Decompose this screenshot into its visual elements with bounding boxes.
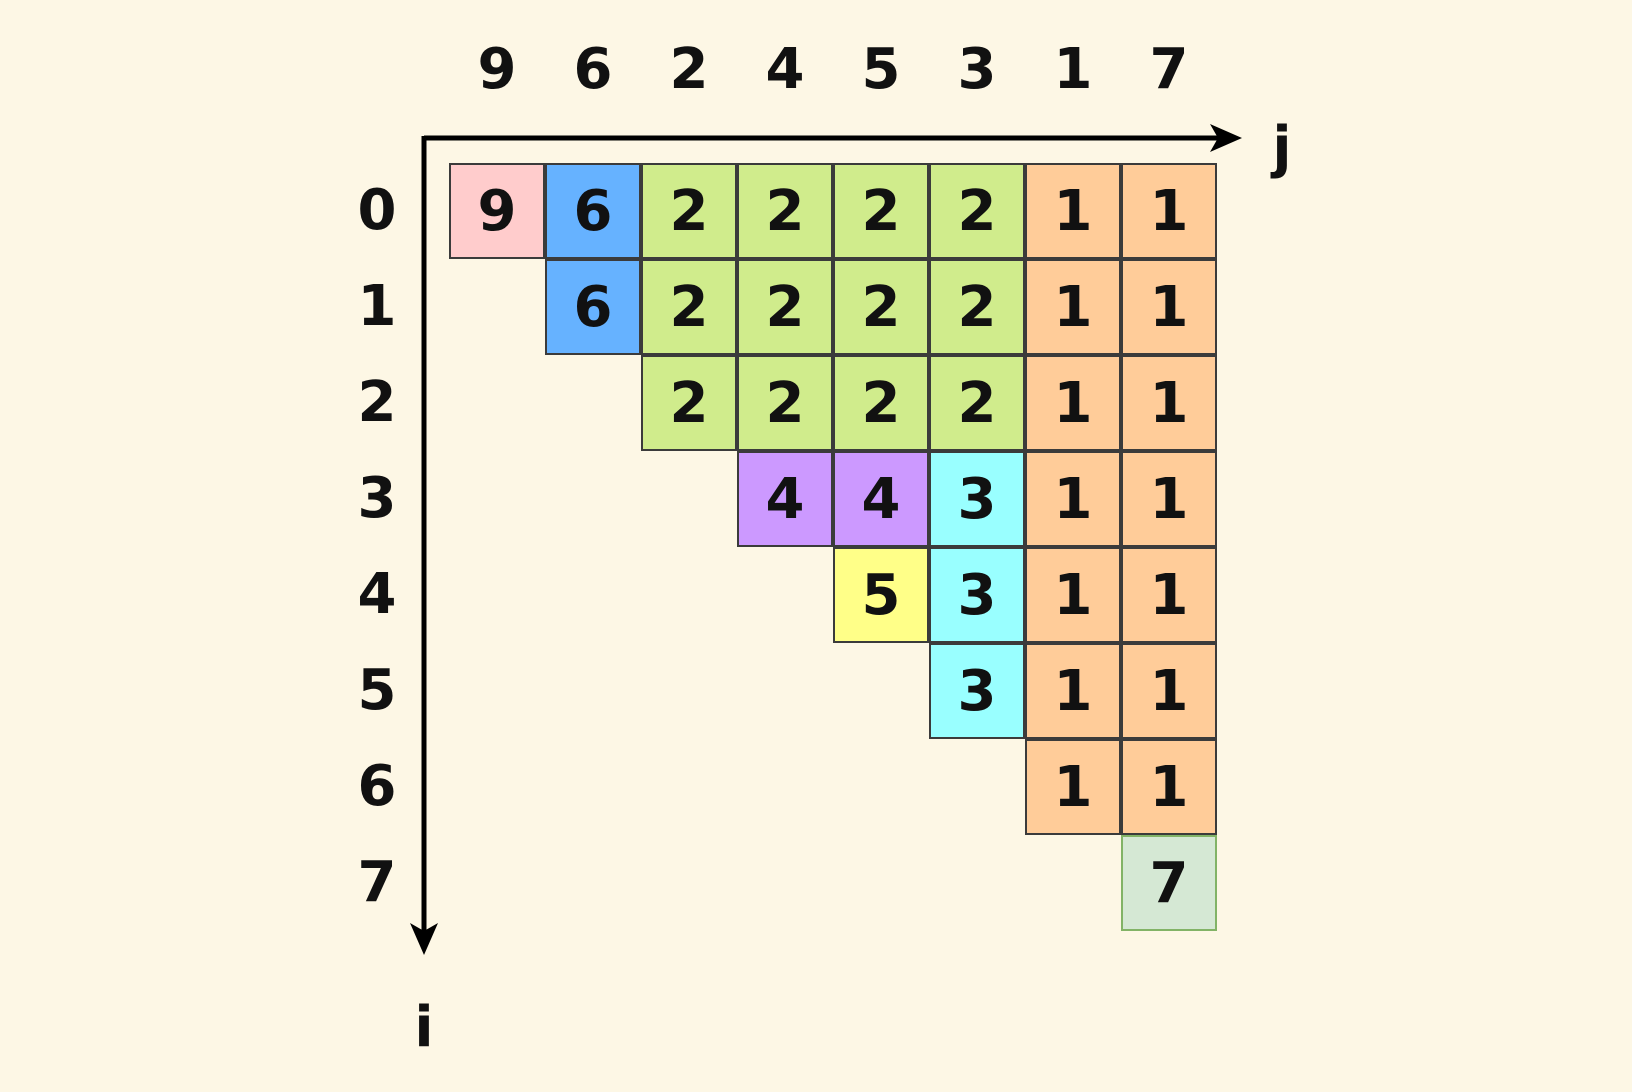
row-label: 7 bbox=[357, 850, 397, 915]
sequence-label: 7 bbox=[1149, 37, 1189, 102]
grid-cell: 6 bbox=[545, 163, 641, 259]
row-label: 4 bbox=[357, 562, 397, 627]
grid-cell: 7 bbox=[1121, 835, 1217, 931]
grid-cell: 2 bbox=[737, 259, 833, 355]
i-axis-label: i bbox=[414, 995, 434, 1060]
grid-cell: 2 bbox=[833, 163, 929, 259]
grid-cell: 2 bbox=[929, 355, 1025, 451]
grid-cell: 2 bbox=[929, 163, 1025, 259]
i-axis-arrowhead bbox=[410, 923, 438, 955]
row-label: 0 bbox=[357, 178, 397, 243]
grid-cell: 1 bbox=[1121, 355, 1217, 451]
grid-cell: 3 bbox=[929, 643, 1025, 739]
grid-cell: 2 bbox=[641, 163, 737, 259]
row-label: 3 bbox=[357, 466, 397, 531]
grid-cell: 5 bbox=[833, 547, 929, 643]
sequence-label: 1 bbox=[1053, 37, 1093, 102]
row-label: 2 bbox=[357, 370, 397, 435]
grid-cell: 1 bbox=[1121, 451, 1217, 547]
grid-cell: 1 bbox=[1025, 259, 1121, 355]
grid-cell: 4 bbox=[737, 451, 833, 547]
row-label: 1 bbox=[357, 274, 397, 339]
grid-cell: 2 bbox=[737, 355, 833, 451]
grid-cell: 1 bbox=[1025, 355, 1121, 451]
grid-cell: 4 bbox=[833, 451, 929, 547]
grid-cell: 1 bbox=[1025, 451, 1121, 547]
grid-cell: 1 bbox=[1121, 259, 1217, 355]
grid-cell: 2 bbox=[833, 355, 929, 451]
j-axis-arrowhead bbox=[1210, 124, 1242, 152]
grid-cell: 1 bbox=[1025, 163, 1121, 259]
sequence-label: 4 bbox=[765, 37, 805, 102]
grid-cell: 2 bbox=[641, 259, 737, 355]
grid-cell: 2 bbox=[833, 259, 929, 355]
grid-cell: 2 bbox=[929, 259, 1025, 355]
sequence-label: 5 bbox=[861, 37, 901, 102]
grid-cell: 1 bbox=[1121, 739, 1217, 835]
grid-cell: 3 bbox=[929, 451, 1025, 547]
grid-cell: 1 bbox=[1025, 547, 1121, 643]
grid-cell: 2 bbox=[641, 355, 737, 451]
grid-cell: 1 bbox=[1025, 739, 1121, 835]
sequence-label: 2 bbox=[669, 37, 709, 102]
sequence-label: 9 bbox=[477, 37, 517, 102]
j-axis-label: j bbox=[1272, 115, 1292, 180]
row-label: 5 bbox=[357, 658, 397, 723]
grid-cell: 1 bbox=[1121, 163, 1217, 259]
grid-cell: 1 bbox=[1121, 547, 1217, 643]
grid-cell: 3 bbox=[929, 547, 1025, 643]
sequence-label: 3 bbox=[957, 37, 997, 102]
sequence-label: 6 bbox=[573, 37, 613, 102]
grid-cell: 9 bbox=[449, 163, 545, 259]
grid-cell: 1 bbox=[1025, 643, 1121, 739]
grid-cell: 2 bbox=[737, 163, 833, 259]
grid-cell: 6 bbox=[545, 259, 641, 355]
grid-cell: 1 bbox=[1121, 643, 1217, 739]
row-label: 6 bbox=[357, 754, 397, 819]
